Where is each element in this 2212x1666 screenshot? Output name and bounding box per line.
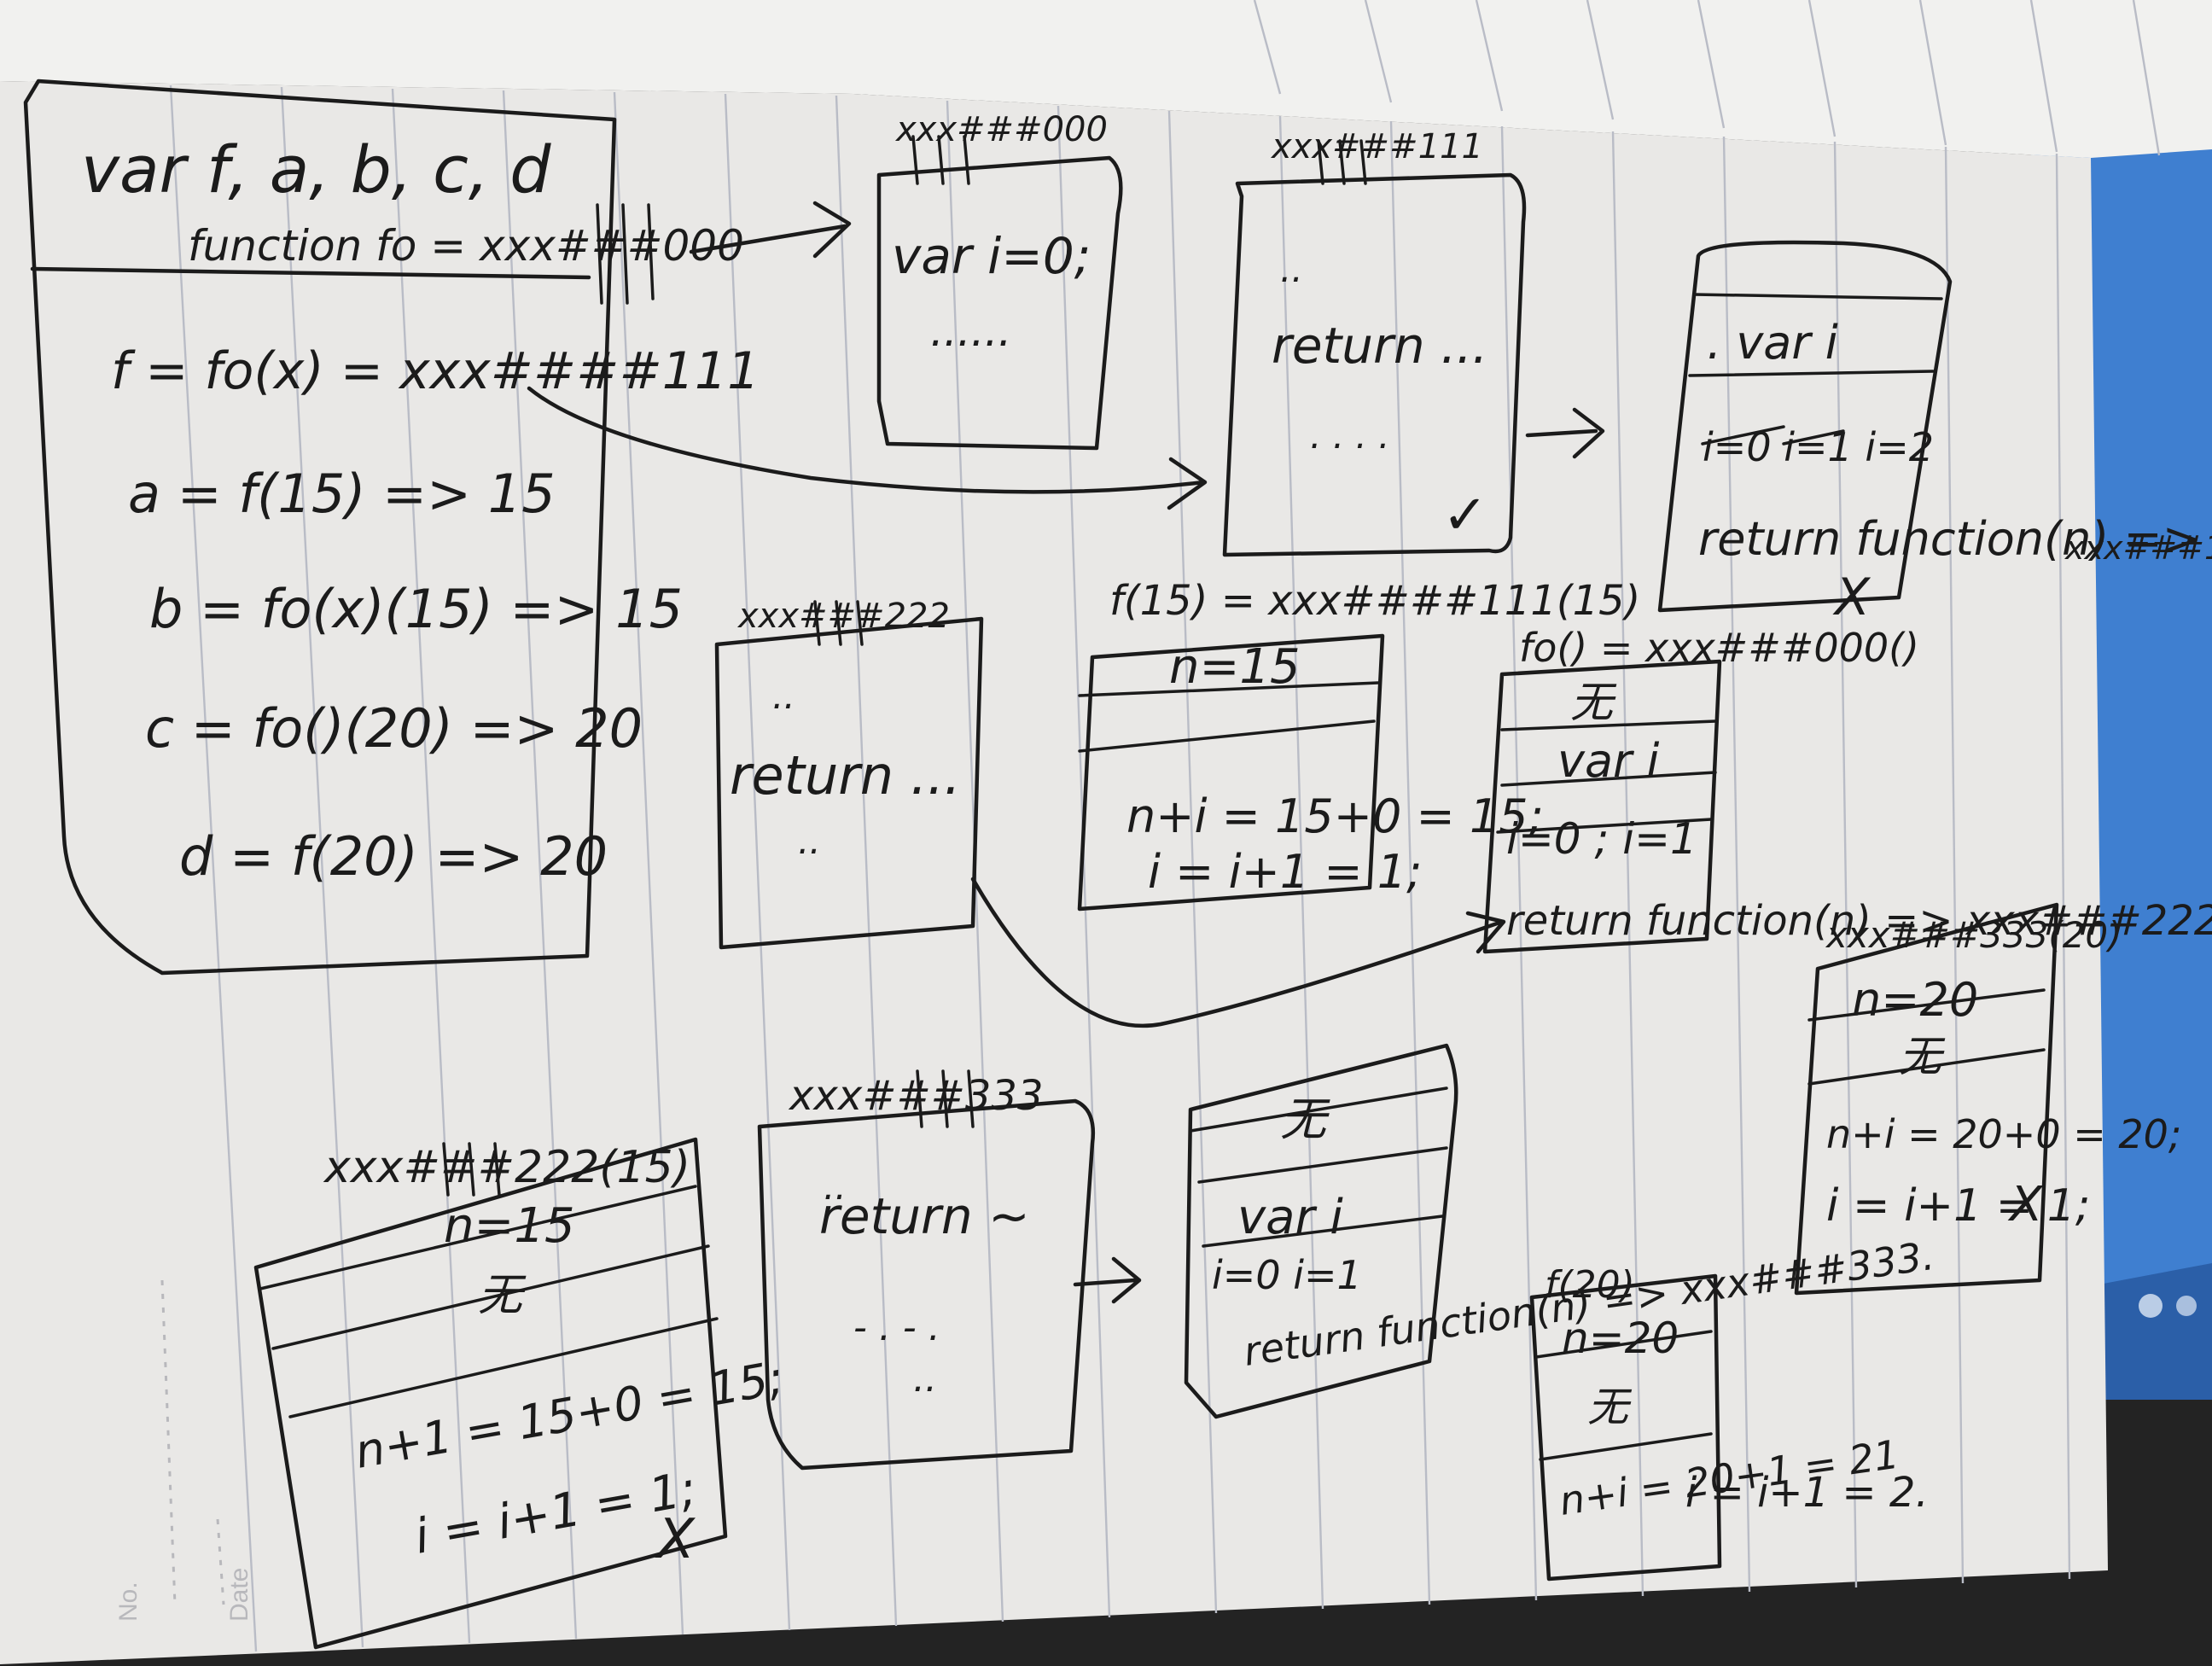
box-222-15-line-2: 无 [478,1270,527,1321]
date-label: Date [225,1568,253,1622]
box-333-body: return ~ [819,1187,1030,1245]
box-f15-title: f(15) = xxx####111(15) [1109,577,1640,625]
scope-right-line-2: i=0 i=1 i=2 [1703,424,1934,470]
box-222-dots-top: .. [772,675,795,717]
scope-right-mark: X [1832,568,1871,627]
box-f20-line-4: i = i+1 = 2. [1685,1469,1929,1517]
box-111-address: xxx###111 [1270,127,1483,166]
line-f-text: f = fo(x) = xxx####111 [111,341,760,401]
line-d-text: d = f(20) => 20 [179,825,608,888]
line-a-text: a = f(15) => 15 [128,463,556,525]
box-f15-line-2: n+i = 15+0 = 15; [1126,789,1544,843]
function-line-text: function fo = xxx###000 [188,221,744,271]
scope-bottom-line-3: i=0 i=1 [1212,1252,1362,1298]
box-000: xxx###000 var i=0; ...... [876,110,1123,451]
box-f20-line-2: 无 [1587,1383,1633,1431]
box-333-dots-top: .. [824,1166,847,1208]
box-333: xxx###333 .. return ~ - . - . .. [757,1069,1096,1471]
scope-right-line-4: xxx###111 [2064,529,2212,567]
arrow-f-to-111 [527,386,1208,510]
line-c-text: c = fo()(20) => 20 [145,697,643,760]
box-f15: f(15) = xxx####111(15) n=15 n+i = 15+0 =… [1077,577,1640,912]
box-scope-right: . var i i=0 i=1 i=2 return function(n) =… [1657,240,2212,627]
box-fo-line-4: return function(n) => xxx###222 [1506,897,2212,945]
box-fo-line-3: i=0 ; i=1 [1506,814,1697,864]
box-333-20: xxx###333(20) n=20 无 n+i = 20+0 = 20; i … [1794,902,2181,1296]
box-f20-title: f(20) [1545,1263,1635,1307]
box-fo-line-1: 无 [1570,678,1617,727]
box-222-15-mark: X [655,1508,696,1571]
box-111-check: ✓ [1442,484,1488,547]
box-fo: fo() = xxx###000() 无 var i i=0 ; i=1 ret… [1482,625,2212,954]
arrow-333-to-scope [1073,1256,1142,1304]
ruled-lines [169,84,2071,1652]
arrow-fo-to-000 [689,201,852,259]
box-000-body-2: ...... [930,306,1011,356]
box-333-20-line-1: n=20 [1852,973,1978,1027]
paper-sheet [0,81,2108,1664]
box-222-dots-bottom: .. [798,820,821,862]
scope-right-line-1: . var i [1707,316,1838,370]
box-333-dots-bottom: .. [913,1357,937,1401]
no-label: No. [114,1582,143,1622]
box-000-body-1: var i=0; [892,227,1091,285]
scope-bottom-line-1: 无 [1280,1092,1330,1146]
header-box: var f, a, b, c, d function fo = xxx###00… [23,79,760,976]
box-222-body: return ... [730,744,961,807]
box-f15-line-1: n=15 [1169,639,1301,695]
box-222-15-line-1: n=15 [444,1198,575,1254]
line-b-text: b = fo(x)(15) => 15 [149,578,683,640]
box-111: xxx###111 .. return ... . . . . ✓ [1222,127,1527,557]
box-111-dots-top: .. [1280,248,1303,290]
scope-right-line-3: return function(n) => [1698,512,2201,566]
box-f15-line-3: i = i+1 = 1; [1148,845,1422,899]
box-333-20-mark: X [2007,1177,2044,1232]
box-333-dots-mid: - . - . [853,1306,940,1349]
scope-bottom-line-2: var i [1237,1190,1343,1245]
box-333-20-title: xxx###333(20) [1825,914,2122,956]
declaration-text: var f, a, b, c, d [81,131,551,207]
box-333-20-line-4: i = i+1 = 1; [1826,1180,2090,1232]
arrow-111-to-scope [1525,407,1605,459]
box-f20-line-1: n=20 [1562,1314,1679,1363]
box-333-address: xxx###333 [788,1072,1044,1120]
box-fo-line-2: var i [1557,734,1659,788]
box-222-address: xxx###222 [736,597,950,636]
box-333-20-line-2: 无 [1899,1032,1946,1081]
box-333-20-line-3: n+i = 20+0 = 20; [1826,1111,2181,1157]
box-222: xxx###222 .. return ... .. [714,597,984,950]
box-111-dots-bottom: . . . . [1310,415,1389,457]
box-111-body: return ... [1272,317,1487,375]
box-222-15-title: xxx###222(15) [323,1142,690,1193]
back-page [0,0,2212,158]
box-000-address: xxx###000 [894,110,1108,149]
